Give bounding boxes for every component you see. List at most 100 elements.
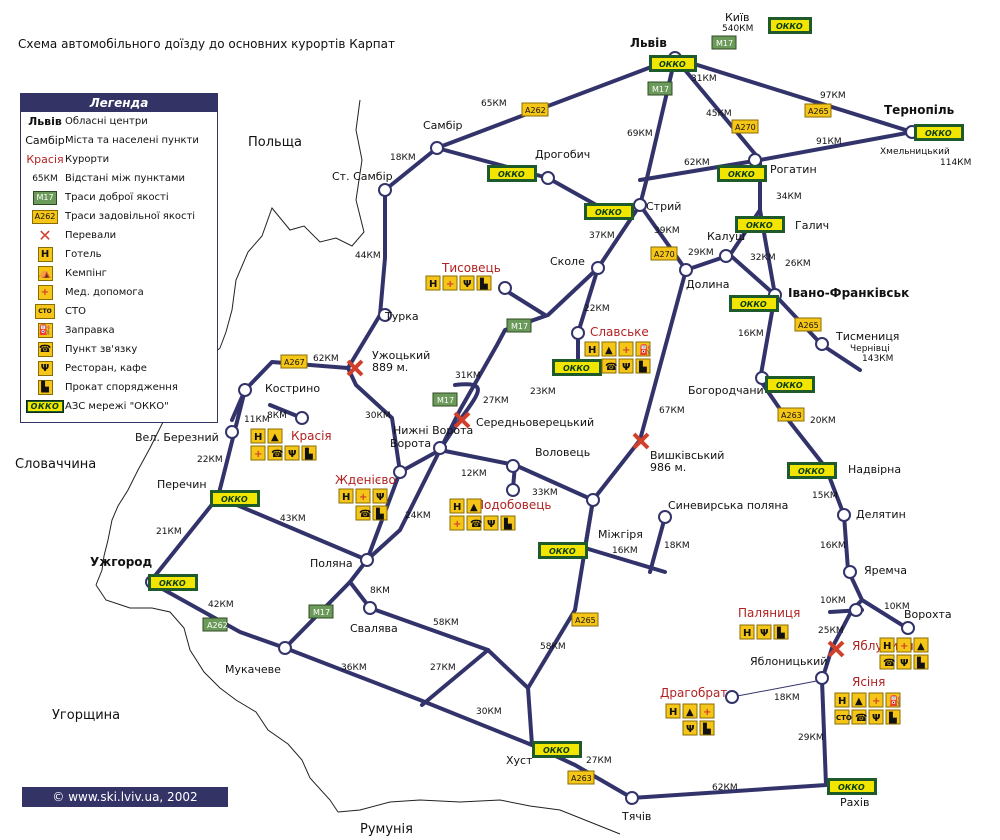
svg-text:Поляна: Поляна [310,557,353,570]
legend-row-towns: Самбір Міста та населені пункти [25,134,199,147]
svg-text:Тячів: Тячів [621,810,651,823]
highway-shields: M17 M17 M17 M17 M17 A262 A262 A267 A265 … [202,35,832,785]
svg-text:Воловець: Воловець [535,446,590,459]
svg-text:27КМ: 27КМ [430,663,456,673]
pass-cross-icon: ✕ [38,226,52,245]
svg-text:889 м.: 889 м. [372,361,408,374]
krasia-services: H ▲ + ☎ Ψ ▙ [250,428,317,461]
tysovets-services: H + Ψ ▙ [425,275,492,291]
svg-text:Середньоверецький: Середньоверецький [476,416,594,429]
legend-row-restaurant: Ψ Ресторан, кафе [21,359,217,378]
country-slovakia: Словаччина [15,457,96,472]
okko-icon: ОККО [717,165,767,182]
svg-text:H: H [838,696,846,707]
svg-text:12КМ: 12КМ [461,469,487,479]
svg-text:A270: A270 [654,250,675,259]
legend-row-oblast: Львів Обласні центри [28,115,148,128]
svg-text:A262: A262 [525,106,546,115]
svg-text:ОККО: ОККО [543,746,570,755]
svg-text:16КМ: 16КМ [612,546,638,556]
legend-row-medical: + Мед. допомога [21,283,217,302]
svg-text:Славське: Славське [590,325,649,339]
svg-text:10КМ: 10КМ [884,602,910,612]
svg-text:Вишківський: Вишківський [650,449,724,462]
svg-text:Ψ: Ψ [686,724,695,735]
svg-text:Долина: Долина [686,278,729,291]
svg-text:11КМ: 11КМ [244,415,270,425]
shield-a270-dolyna: A270 [650,246,678,261]
svg-text:Драгобрат: Драгобрат [660,686,727,700]
okko-stations: ОККО ОККО ОККО ОККО ОККО ОККО ОККО ОККО … [148,17,964,795]
svg-text:A265: A265 [798,321,819,330]
svg-text:▙: ▙ [375,507,384,520]
svg-text:114КМ: 114КМ [940,158,971,168]
svg-text:26КМ: 26КМ [785,259,811,269]
palianytsia-services: H Ψ ▙ [739,624,789,640]
svg-text:Богородчани: Богородчани [688,384,764,397]
border-poland-ukraine [219,99,365,349]
svg-text:▙: ▙ [638,360,647,373]
svg-text:СТО: СТО [836,714,852,722]
svg-text:ОККО: ОККО [798,467,825,476]
svg-text:ОККО: ОККО [776,381,803,390]
svg-text:Ψ: Ψ [622,362,631,373]
map-legend: Легенда Львів Обласні центри Самбір Міст… [20,93,218,423]
svg-text:97КМ: 97КМ [820,91,846,101]
svg-text:Подобовець: Подобовець [475,498,551,512]
country-poland: Польща [248,135,302,150]
svg-text:ОККО: ОККО [925,129,952,138]
resort-labels: Тисовець Славське Красія Жденієво Подобо… [291,261,914,700]
svg-text:58КМ: 58КМ [540,642,566,652]
svg-text:Тисовець: Тисовець [441,261,501,275]
svg-text:Перечин: Перечин [157,478,207,491]
okko-icon: ОККО [649,55,697,72]
svg-text:23КМ: 23КМ [530,387,556,397]
svg-text:Рогатин: Рогатин [770,163,817,176]
svg-text:Ψ: Ψ [463,279,472,290]
svg-text:Яблоницький: Яблоницький [750,655,827,668]
svg-text:▲: ▲ [605,345,613,356]
svg-text:H: H [883,641,891,652]
city-uzhhorod: Ужгород [90,555,153,569]
svg-text:29КМ: 29КМ [688,248,714,258]
legend-row-phone: ☎ Пункт зв'язку [37,342,138,357]
svg-text:+: + [872,696,880,707]
svg-text:☎: ☎ [470,519,482,530]
svg-text:Тисмениця: Тисмениця [835,330,899,343]
border-romania [337,799,621,835]
svg-text:☎: ☎ [883,658,895,669]
okko-icon: ОККО [552,359,602,376]
svg-text:44КМ: 44КМ [355,251,381,261]
svg-text:⛽: ⛽ [639,343,651,356]
svg-text:▙: ▙ [479,277,488,290]
svg-text:▙: ▙ [503,517,512,530]
svg-text:Красія: Красія [291,429,332,443]
svg-text:27КМ: 27КМ [586,756,612,766]
svg-text:A265: A265 [808,107,829,116]
svg-text:Делятин: Делятин [856,508,906,521]
svg-text:A262: A262 [207,621,228,630]
yasinia-services: H ▲ + ⛽ СТО ☎ Ψ ▙ [834,692,901,725]
svg-text:Турка: Турка [384,310,419,323]
svg-text:+: + [254,449,262,460]
city-ternopil: Тернопіль [884,103,955,117]
svg-text:33КМ: 33КМ [532,488,558,498]
svg-text:22КМ: 22КМ [584,304,610,314]
svg-text:91КМ: 91КМ [816,137,842,147]
svg-text:32КМ: 32КМ [750,253,776,263]
svg-text:8КМ: 8КМ [267,411,287,421]
copyright-badge: © www.ski.lviv.ua, 2002 [22,787,228,807]
city-lviv: Львів [630,36,667,50]
svg-text:20КМ: 20КМ [810,416,836,426]
svg-text:58КМ: 58КМ [433,618,459,628]
svg-text:Ст. Самбір: Ст. Самбір [332,170,393,183]
legend-row-good-road: M17 Траси доброї якості [21,188,217,207]
shield-a263-mizhhiria: A265 [571,612,599,627]
svg-text:M17: M17 [313,608,330,617]
svg-text:43КМ: 43КМ [280,514,306,524]
svg-text:Ψ: Ψ [872,713,881,724]
svg-text:986 м.: 986 м. [650,461,686,474]
ski-boot-icon: ▙ [37,380,53,395]
svg-text:A263: A263 [571,774,592,783]
